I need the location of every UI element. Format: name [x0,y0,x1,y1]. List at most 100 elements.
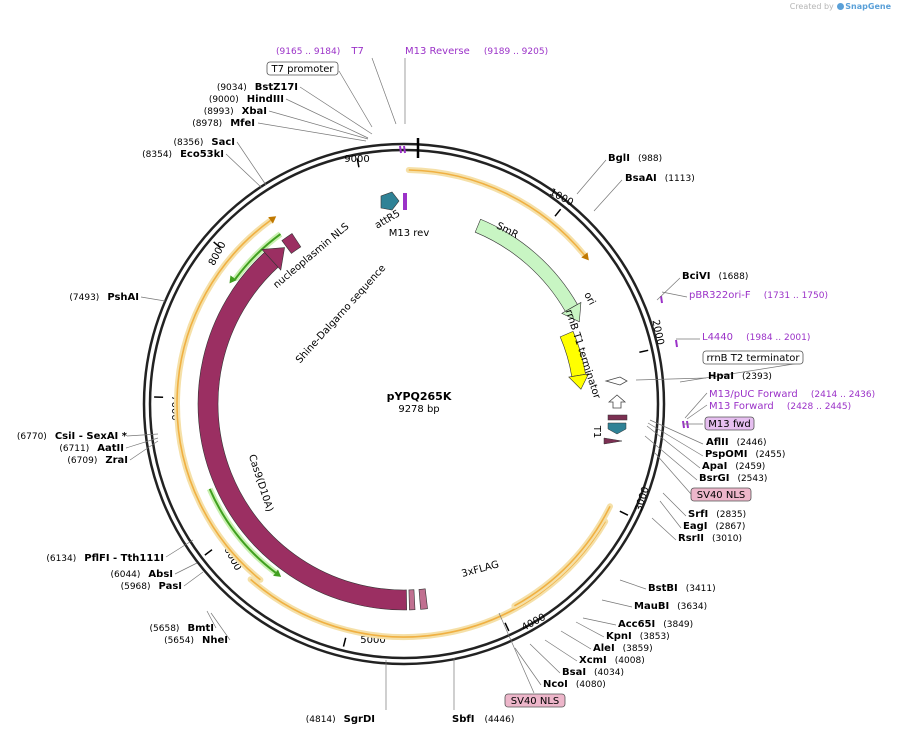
rrnb-t1-marker [607,394,627,409]
leader-line-30 [225,153,263,189]
ori-arrowhead [568,373,590,390]
site-xbai: (8993)XbaI [204,106,267,117]
site-zrai: (6709)ZraI [67,455,128,466]
leader-line-17 [529,643,561,674]
m13-rev-marker [403,193,407,210]
credit-prefix: Created by [789,2,834,11]
primer-mark-1 [403,145,406,154]
site-pasi: (5968)PasI [121,581,182,592]
site-bstz17i: (9034)BstZ17I [217,82,298,93]
leader-line-38 [338,70,373,128]
box-rrnb-t2-terminator: rrnB T2 terminator [702,350,804,365]
site-bgli: BglI(988) [608,153,662,164]
site-rsrii: RsrII(3010) [678,533,742,544]
site-mfei: (8978)MfeI [192,118,255,129]
site-bcivi: BciVI(1688) [682,271,748,282]
plasmid-name: pYPQ265K [387,390,452,403]
box-sv40-nls-bottom: SV40 NLS [504,693,566,708]
rrnb-t2-marker [604,376,628,386]
leader-line-44 [654,452,692,495]
box-sv40-nls-bottom-label: SV40 NLS [511,696,560,707]
map-features-layer [174,145,689,640]
primer-mark-5 [686,420,689,429]
orf-arc-lower-right [514,505,611,607]
primer-mark-2 [660,295,663,304]
primer-l4440: L4440 (1984 .. 2001) [702,325,810,344]
leader-line-16 [544,639,578,662]
site-sgrdi: (4814)SgrDI [306,714,375,725]
primer-pbr322ori-f-pos: (1731 .. 1750) [764,291,828,301]
leader-line-0 [576,159,607,195]
orf-arc-right [408,169,586,256]
site-absi: (6044)AbsI [110,569,173,580]
leader-line-46 [679,362,801,383]
site-xcmi: XcmI(4008) [579,655,645,666]
leader-line-22 [206,610,217,629]
leader-line-27 [125,437,159,449]
site-hpai: HpaI(2393) [708,371,772,382]
box-sv40-nls-right: SV40 NLS [690,487,752,502]
site-bstbi: BstBI(3411) [648,583,716,594]
leader-line-39 [661,291,688,298]
site-apai: ApaI(2459) [702,461,765,472]
tick-mark-8000 [213,241,221,249]
leader-line-41 [684,392,708,419]
leader-line-33 [268,110,369,140]
leader-line-36 [371,57,397,125]
site-pspomi: PspOMI(2455) [705,449,785,460]
leader-line-31 [236,141,267,186]
site-nhei: (5654)NheI [164,635,228,646]
sv40-nls-marker-right [603,437,623,445]
feature-label-ori: ori [581,290,597,307]
site-pshai: (7493)PshAI [69,292,139,303]
site-ncoi: NcoI(4080) [543,679,606,690]
tick-label-3000: 3000 [633,485,651,513]
site-bmti: (5658)BmtI [150,623,214,634]
cas9-arrowhead [261,247,285,271]
leader-line-9 [659,500,682,529]
leader-line-26 [129,440,159,461]
feature-label-t1: T1 [591,425,602,438]
site-eco53ki: (8354)Eco53kI [142,149,224,160]
tick-label-2000: 2000 [649,319,665,346]
site-aflii: AflII(2446) [706,437,767,448]
orf-arrowhead-left [268,216,277,224]
tick-mark-5000 [342,637,347,647]
tick-mark-3000 [619,510,629,516]
leader-line-18 [514,647,542,686]
site-hindiii: (9000)HindIII [209,94,284,105]
primer-mark-4 [682,420,685,429]
leader-line-14 [575,621,605,638]
leader-line-25 [165,539,194,558]
leader-line-35 [299,86,373,135]
box-rrnb-t2-label: rrnB T2 terminator [706,353,800,364]
site-kpni: KpnI(3853) [606,631,670,642]
green-arrowhead-lower [273,569,282,577]
box-t7-promoter: T7 promoter [266,61,339,76]
site-alei: AleI(3859) [593,643,653,654]
leader-line-23 [183,571,204,587]
green-orf-lower [208,488,277,574]
leader-line-4 [649,419,704,445]
orf-arrowhead-right [581,252,589,261]
box-m13-fwd-label: M13 fwd [708,419,750,430]
primer-mark-3 [675,339,678,348]
primer-m13-puc-forward-name: M13/pUC Forward [709,389,798,400]
primer-pbr322ori-f: pBR322ori-F (1731 .. 1750) [689,283,828,302]
leader-line-3 [635,377,707,381]
primer-m13-forward-name: M13 Forward [709,401,774,412]
box-sv40-nls-right-label: SV40 NLS [697,490,746,501]
primer-t7-pos: (9165 .. 9184) [276,47,340,57]
primer-m13-reverse: M13 Reverse (9189 .. 9205) [405,39,548,58]
leader-line-28 [126,433,159,437]
leader-line-29 [140,296,166,302]
leader-line-5 [647,422,704,457]
leader-line-24 [174,562,198,575]
leader-line-12 [601,599,633,608]
3xflag-block [408,589,416,611]
leader-line-1 [593,179,623,212]
site-bsaai: BsaAI(1113) [625,173,695,184]
tick-mark-2000 [639,349,649,353]
nucleoplasmin-nls-block [281,233,302,254]
